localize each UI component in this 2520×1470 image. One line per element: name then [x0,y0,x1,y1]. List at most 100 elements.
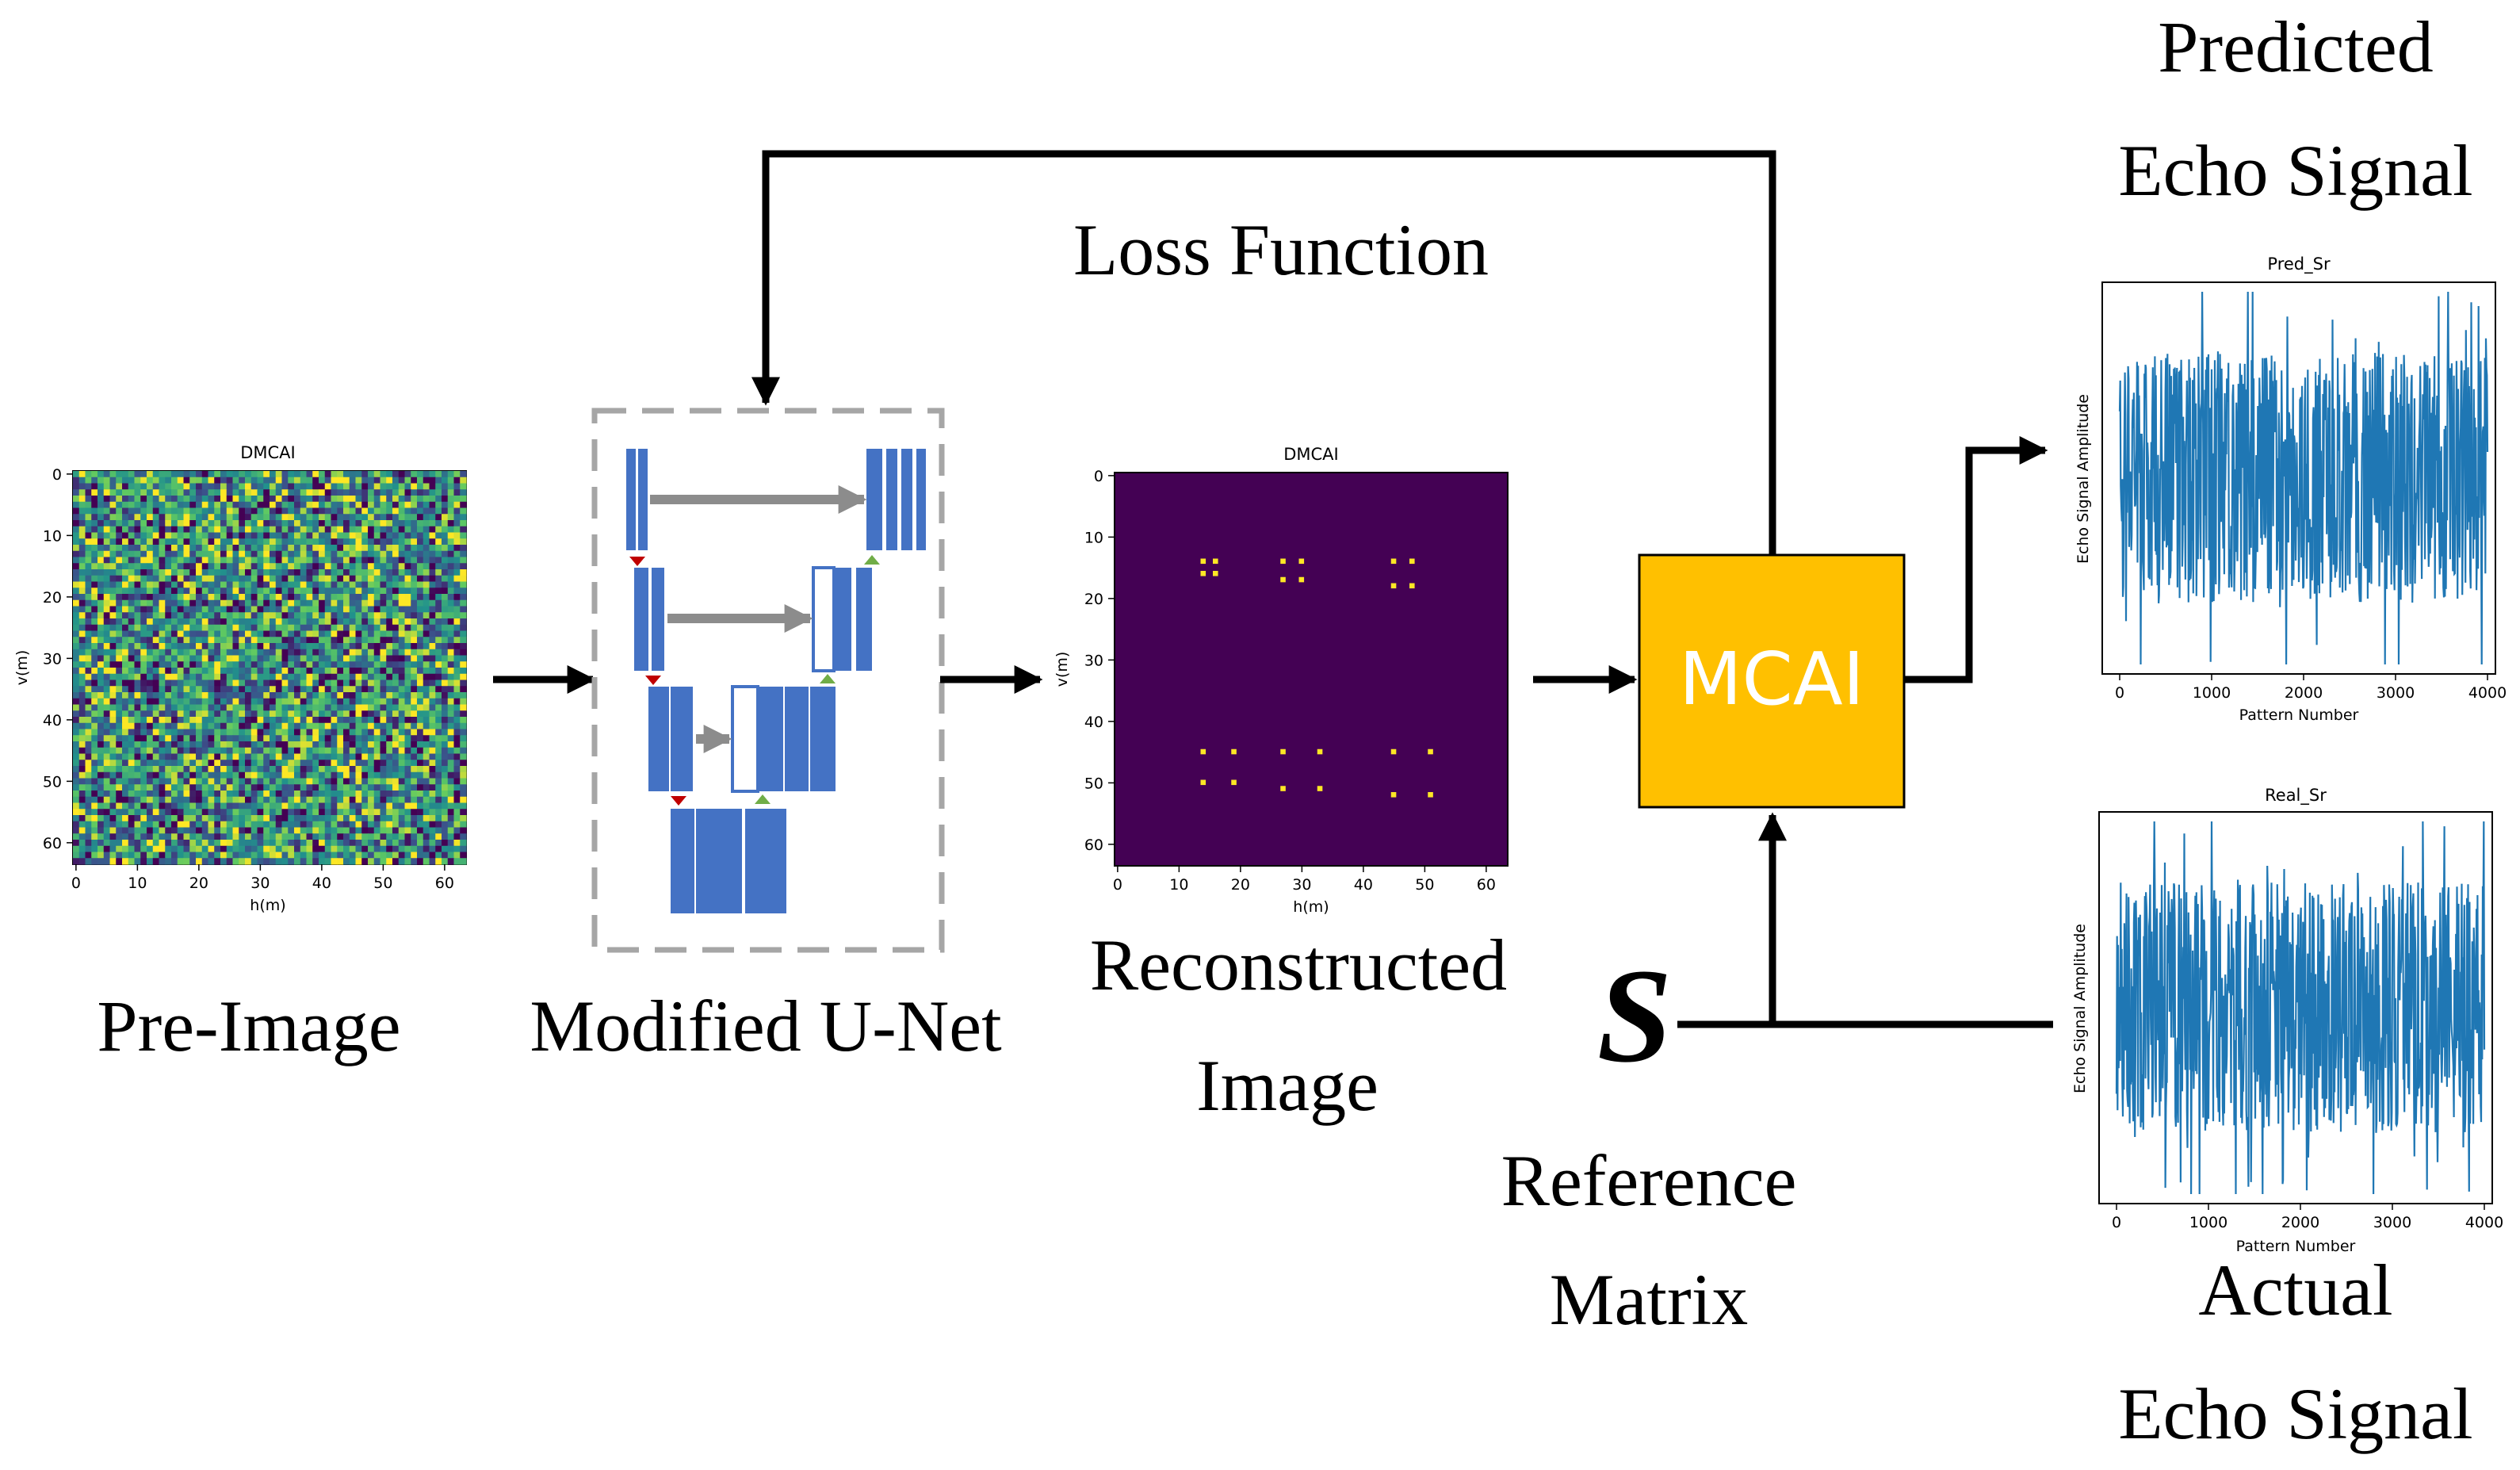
heatmap-cell [201,563,209,570]
heatmap-cell [85,575,92,583]
heatmap-cell [226,840,234,847]
heatmap-cell [319,833,326,840]
heatmap-cell [165,489,172,496]
heatmap-cell [85,557,92,564]
heatmap-cell [134,791,141,798]
heatmap-cell [355,784,362,791]
heatmap-cell [398,643,406,650]
heatmap-cell [220,753,228,760]
heatmap-cell [386,858,393,865]
heatmap-cell [98,698,105,706]
heatmap-cell [349,624,357,632]
heatmap-cell [447,729,455,736]
heatmap-cell [214,692,221,699]
heatmap-cell [331,581,338,588]
heatmap-cell [257,514,264,521]
heatmap-cell [159,489,166,496]
heatmap-cell [312,760,319,767]
heatmap-cell [196,483,203,490]
heatmap-cell [337,550,344,558]
heatmap-cell [226,545,234,552]
heatmap-cell [109,643,117,650]
heatmap-cell [147,532,154,539]
target-point [1280,786,1286,791]
heatmap-cell [380,704,387,711]
heatmap-cell [294,501,301,509]
heatmap-cell [78,569,86,576]
heatmap-cell [331,735,338,742]
heatmap-cell [294,507,301,515]
heatmap-cell [85,845,92,853]
x-tick-label: 60 [435,875,454,892]
heatmap-cell [294,637,301,644]
heatmap-cell [177,526,185,534]
heatmap-cell [226,729,234,736]
heatmap-cell [171,784,178,791]
heatmap-cell [245,630,252,637]
heatmap-cell [73,538,80,546]
heatmap-cell [373,563,381,570]
heatmap-cell [423,704,430,711]
heatmap-cell [165,692,172,699]
heatmap-cell [245,545,252,552]
heatmap-cell [183,655,190,662]
heatmap-cell [281,538,289,546]
heatmap-cell [128,668,136,675]
heatmap-cell [324,532,332,539]
heatmap-cell [208,483,215,490]
heatmap-cell [165,575,172,583]
heatmap-cell [337,833,344,840]
heatmap-cell [109,483,117,490]
heatmap-cell [288,704,295,711]
heatmap-cell [122,483,129,490]
heatmap-cell [349,771,357,779]
heatmap-cell [337,741,344,748]
heatmap-cell [275,575,283,583]
heatmap-cell [380,563,387,570]
heatmap-cell [109,514,117,521]
heatmap-cell [361,594,369,601]
heatmap-cell [337,821,344,829]
heatmap-cell [245,661,252,668]
heatmap-cell [78,760,86,767]
heatmap-cell [281,698,289,706]
heatmap-cell [165,606,172,613]
heatmap-cell [147,796,154,804]
heatmap-cell [78,698,86,706]
heatmap-cell [103,569,111,576]
heatmap-cell [355,760,362,767]
heatmap-cell [245,649,252,657]
heatmap-cell [423,710,430,718]
heatmap-cell [319,599,326,607]
heatmap-cell [208,612,215,619]
heatmap-cell [392,722,400,730]
heatmap-cell [368,821,375,829]
heatmap-cell [85,606,92,613]
heatmap-cell [232,747,239,755]
y-tick-label: 60 [43,835,62,852]
heatmap-cell [171,796,178,804]
heatmap-cell [453,483,461,490]
heatmap-cell [220,526,228,534]
heatmap-cell [417,809,424,816]
heatmap-cell [343,606,350,613]
heatmap-cell [380,692,387,699]
heatmap-cell [331,802,338,810]
heatmap-cell [245,496,252,503]
heatmap-cell [373,526,381,534]
heatmap-cell [122,766,129,773]
heatmap-cell [447,802,455,810]
heatmap-cell [183,858,190,865]
heatmap-cell [398,514,406,521]
heatmap-cell [306,643,313,650]
heatmap-cell [98,722,105,730]
heatmap-cell [98,624,105,632]
heatmap-cell [411,563,418,570]
heatmap-cell [398,520,406,527]
heatmap-cell [368,771,375,779]
heatmap-cell [281,643,289,650]
heatmap-cell [355,796,362,804]
heatmap-cell [78,594,86,601]
heatmap-cell [177,833,185,840]
heatmap-cell [250,624,258,632]
